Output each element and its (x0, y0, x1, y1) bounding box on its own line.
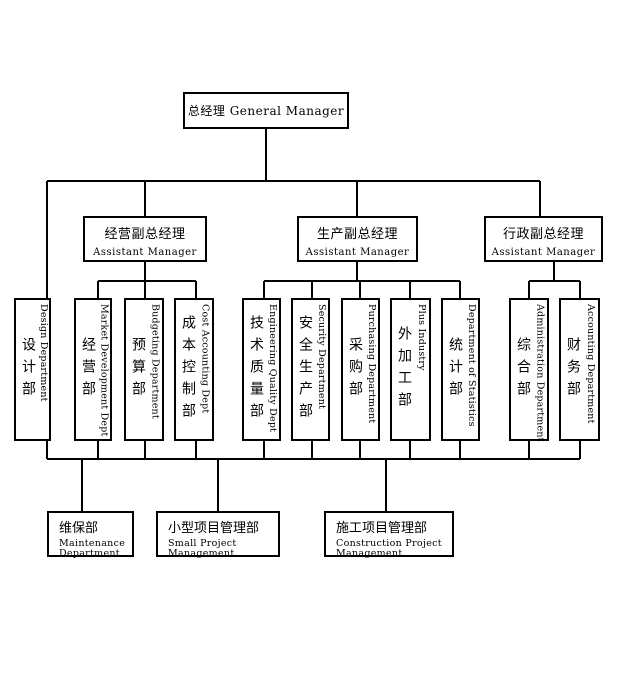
general-manager-box: 总经理 General Manager (183, 92, 349, 129)
dept-name-cn: 预算部 (130, 336, 146, 403)
dept-cost-accounting: 成本控制部 Cost Accounting Dept (174, 298, 214, 441)
dept-administration: 综合部 Administration Department (509, 298, 549, 442)
assistant-manager-en: Assistant Manager (305, 247, 410, 258)
general-manager-cn: 总经理 (187, 104, 226, 118)
dept-name-en: Purchasing Department (366, 304, 377, 424)
assistant-manager-cn: 行政副总经理 (502, 227, 584, 242)
unit-name-cn: 施工项目管理部 (336, 521, 428, 536)
dept-name-en: Administration Department (534, 304, 546, 442)
dept-name-cn: 成本控制部 (180, 314, 196, 425)
dept-name-en: Market Development Dept (98, 304, 110, 437)
dept-budgeting: 预算部 Budgeting Department (124, 298, 164, 441)
unit-name-en: Construction Project Management (336, 538, 442, 559)
dept-name-cn: 综合部 (515, 336, 531, 403)
unit-name-en: Small Project Management (168, 538, 237, 559)
unit-name-cn: 小型项目管理部 (168, 521, 260, 536)
dept-name-cn: 统计部 (447, 336, 463, 403)
unit-small-project-management: 小型项目管理部 Small Project Management (156, 511, 280, 559)
dept-name-en: Accounting Department (585, 304, 596, 424)
dept-name-en: Security Department (316, 304, 327, 410)
dept-purchasing: 采购部 Purchasing Department (341, 298, 380, 441)
unit-name-cn: 维保部 (59, 521, 99, 536)
dept-accounting: 财务部 Accounting Department (559, 298, 600, 441)
dept-name-cn: 经营部 (80, 336, 96, 403)
dept-name-en: Plus Industry (416, 304, 427, 371)
assistant-manager-cn: 生产副总经理 (316, 227, 398, 242)
assistant-manager-en: Assistant Manager (491, 247, 596, 258)
assistant-manager-en: Assistant Manager (93, 247, 197, 258)
dept-design: 设计部 Design Department (14, 298, 51, 441)
dept-engineering-quality: 技术质量部 Engineering Quality Dept (242, 298, 281, 441)
dept-name-en: Design Department (38, 304, 49, 402)
assistant-manager-admin-box: 行政副总经理 Assistant Manager (484, 216, 603, 262)
unit-construction-project-management: 施工项目管理部 Construction Project Management (324, 511, 454, 559)
dept-name-cn: 设计部 (20, 336, 36, 403)
dept-security: 安全生产部 Security Department (291, 298, 330, 441)
unit-maintenance: 维保部 Maintenance Department (47, 511, 134, 559)
general-manager-en: General Manager (229, 103, 345, 118)
assistant-manager-cn: 经营副总经理 (104, 227, 186, 242)
dept-name-cn: 财务部 (565, 336, 581, 403)
unit-name-en: Maintenance Department (59, 538, 126, 559)
dept-name-en: Department of Statistics (466, 304, 477, 427)
dept-name-cn: 采购部 (347, 336, 363, 403)
dept-market-development: 经营部 Market Development Dept (74, 298, 112, 441)
dept-name-cn: 外加工部 (396, 325, 412, 414)
assistant-manager-business-box: 经营副总经理 Assistant Manager (83, 216, 207, 262)
dept-name-en: Budgeting Department (149, 304, 161, 419)
dept-name-en: Cost Accounting Dept (199, 304, 211, 414)
assistant-manager-production-box: 生产副总经理 Assistant Manager (297, 216, 418, 262)
dept-plus-industry: 外加工部 Plus Industry (390, 298, 431, 441)
dept-name-cn: 技术质量部 (248, 314, 264, 425)
dept-name-cn: 安全生产部 (297, 314, 313, 425)
dept-name-en: Engineering Quality Dept (267, 304, 278, 433)
dept-statistics: 统计部 Department of Statistics (441, 298, 480, 441)
